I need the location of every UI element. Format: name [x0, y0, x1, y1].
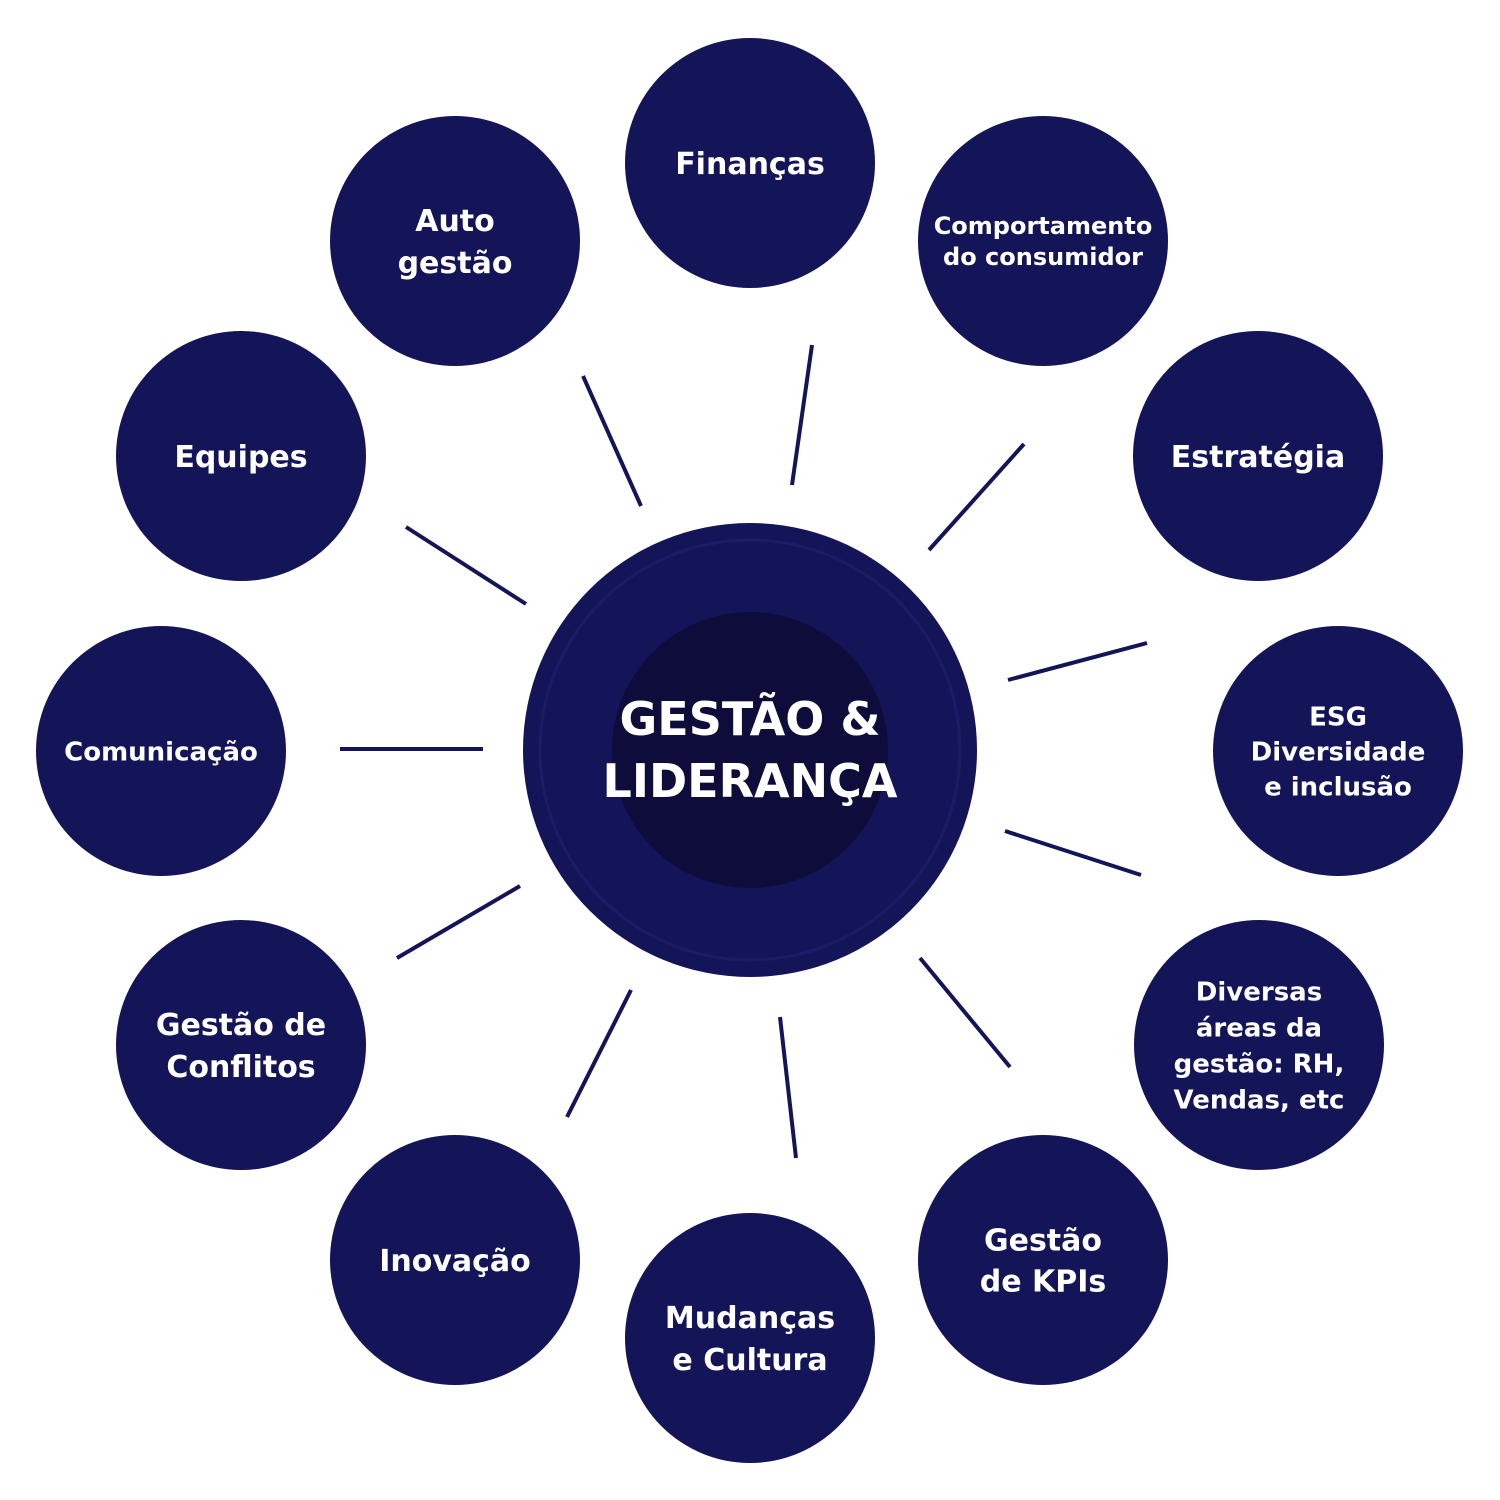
topic-node-financas: Finanças [625, 38, 875, 288]
topic-node-estrategia: Estratégia [1133, 331, 1383, 581]
topic-label: e inclusão [1264, 772, 1412, 802]
topic-label: Mudanças [665, 1301, 835, 1336]
topic-label: Conflitos [166, 1050, 315, 1085]
topic-circle [1134, 920, 1384, 1170]
topic-label: Vendas, etc [1174, 1085, 1345, 1115]
topic-node-inovacao: Inovação [330, 1135, 580, 1385]
topic-label: Diversas [1196, 977, 1322, 1007]
center-inner-circle [612, 612, 888, 888]
topic-label: áreas da [1196, 1013, 1322, 1043]
topic-label: Auto [415, 204, 495, 239]
topic-circle [116, 920, 366, 1170]
connector-line [918, 956, 1012, 1069]
connectors [340, 344, 1148, 1159]
topic-label: Equipes [174, 440, 307, 475]
center-title-line-1: GESTÃO & [620, 691, 881, 746]
topic-label: do consumidor [943, 243, 1143, 271]
topic-circle [330, 116, 580, 366]
topic-label: gestão: RH, [1174, 1049, 1345, 1079]
connector-line [581, 375, 643, 507]
topic-label: Estratégia [1171, 440, 1345, 475]
topic-node-gestao-de-conflitos: Gestão de Conflitos [116, 920, 366, 1170]
topic-circle [1133, 331, 1383, 581]
connector-line [1004, 829, 1142, 877]
topic-label: Inovação [379, 1244, 531, 1279]
topic-label: ESG [1309, 702, 1367, 732]
connector-line [395, 884, 522, 960]
connector-line [790, 344, 814, 486]
center-ring [538, 538, 962, 962]
topic-circle [918, 116, 1168, 366]
topic-circle [330, 1135, 580, 1385]
topic-circle [116, 331, 366, 581]
connector-line [565, 989, 633, 1118]
connector-line [404, 525, 528, 606]
center-title-line-2: LIDERANÇA [603, 754, 898, 808]
topic-circle [1213, 626, 1463, 876]
topic-label: Diversidade [1251, 737, 1426, 767]
topic-circle [625, 38, 875, 288]
topic-label: gestão [398, 246, 513, 281]
topic-node-gestao-de-kpis: Gestão de KPIs [918, 1135, 1168, 1385]
topic-node-auto-gestao: Auto gestão [330, 116, 580, 366]
topic-label: Comunicação [64, 737, 258, 767]
connector-line [927, 442, 1026, 552]
topic-node-esg: ESG Diversidade e inclusão [1213, 626, 1463, 876]
topic-node-diversas-areas: Diversas áreas da gestão: RH, Vendas, etc [1134, 920, 1384, 1170]
topic-label: Comportamento [934, 212, 1153, 240]
topic-circle [625, 1213, 875, 1463]
connector-line [1007, 641, 1148, 682]
topic-circle [918, 1135, 1168, 1385]
topic-label: Gestão [984, 1223, 1102, 1258]
topic-label: de KPIs [980, 1264, 1107, 1299]
topic-node-mudancas-e-cultura: Mudanças e Cultura [625, 1213, 875, 1463]
topic-circle [36, 626, 286, 876]
topic-label: e Cultura [672, 1343, 827, 1378]
topic-node-comunicacao: Comunicação [36, 626, 286, 876]
topic-label: Finanças [675, 147, 825, 182]
center-hub: GESTÃO & LIDERANÇA [523, 523, 977, 977]
topic-label: Gestão de [156, 1008, 326, 1043]
connector-line [778, 1016, 798, 1159]
topic-node-comportamento-do-consumidor: Comportamento do consumidor [918, 116, 1168, 366]
topic-node-equipes: Equipes [116, 331, 366, 581]
